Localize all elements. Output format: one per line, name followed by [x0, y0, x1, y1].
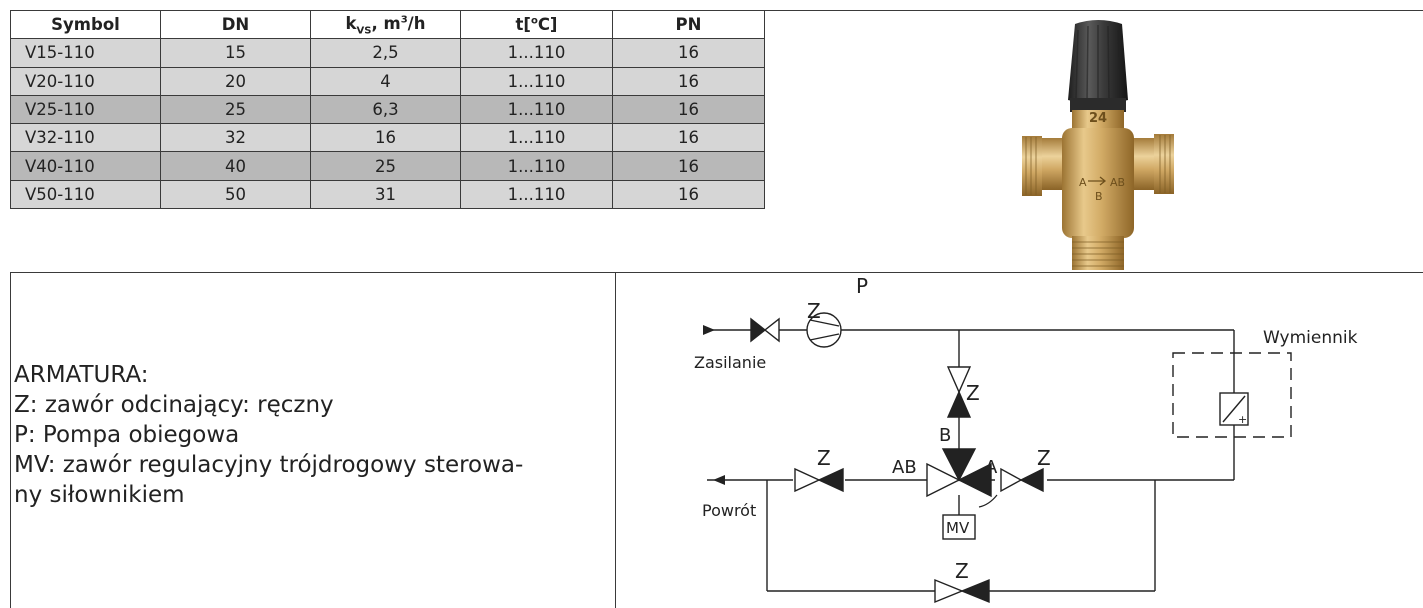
- frame-mid-line: [10, 272, 1423, 273]
- legend-title: ARMATURA:: [14, 362, 149, 388]
- cell-symbol: V32-110: [10, 123, 161, 153]
- exchanger-label: Wymiennik: [1263, 328, 1358, 348]
- cell-pn: 16: [612, 66, 765, 96]
- port-b-label: B: [939, 425, 951, 446]
- cell-symbol: V25-110: [10, 94, 161, 125]
- cell-temp: 1...110: [460, 38, 613, 68]
- actuator-label: MV: [946, 519, 970, 537]
- header-temp-tail: C]: [537, 15, 558, 35]
- supply-shutoff-valve-icon: [750, 317, 780, 343]
- table-row: V20-110 20 4 1...110 16: [10, 66, 765, 96]
- cell-dn: 20: [160, 66, 311, 96]
- cell-pn: 16: [612, 38, 765, 68]
- cell-pn: 16: [612, 151, 765, 181]
- supply-valve-label: Z: [807, 299, 821, 323]
- valve-photo: 24 A AB B: [766, 10, 1416, 272]
- cell-dn: 15: [160, 38, 311, 68]
- frame-left-line: [10, 272, 11, 608]
- cell-pn: 16: [612, 123, 765, 153]
- header-temp-t: t[: [515, 15, 531, 35]
- header-symbol: Symbol: [10, 9, 161, 40]
- legend: ARMATURA: Z: zawór odcinający: ręczny P:…: [14, 360, 609, 510]
- header-temp-sup: o: [530, 15, 538, 27]
- mixing-valve-icon: [926, 448, 998, 508]
- flow-arrow-icon: [1088, 176, 1107, 186]
- actuator-box: [942, 514, 976, 540]
- return-label: Powrót: [702, 501, 756, 520]
- pump-icon: [806, 312, 842, 348]
- valve-size-mark: 24: [1089, 111, 1107, 126]
- exchanger-plus-label: +: [1238, 413, 1247, 426]
- cell-kvs: 16: [310, 123, 461, 153]
- cell-symbol: V50-110: [10, 179, 161, 210]
- cell-symbol: V20-110: [10, 66, 161, 96]
- cell-dn: 40: [160, 151, 311, 181]
- cell-kvs: 6,3: [310, 94, 461, 125]
- cell-dn: 32: [160, 123, 311, 153]
- header-kvs: kVS, m3/h: [310, 9, 461, 40]
- cell-temp: 1...110: [460, 179, 613, 210]
- cell-symbol: V40-110: [10, 151, 161, 181]
- table-row: V32-110 32 16 1...110 16: [10, 123, 765, 153]
- supply-arrow-icon: [703, 325, 715, 335]
- exchanger-box: [1172, 352, 1292, 438]
- table-row: V50-110 50 31 1...110 16: [10, 179, 765, 210]
- hydraulic-diagram: + Z P Zasilanie Wy: [694, 275, 1358, 604]
- bypass-valve-label: Z: [955, 559, 969, 583]
- cell-temp: 1...110: [460, 123, 613, 153]
- cell-kvs: 25: [310, 151, 461, 181]
- header-dn: DN: [160, 9, 311, 40]
- return-arrow-icon: [713, 475, 725, 485]
- header-kvs-sup: 3: [400, 14, 408, 25]
- header-kvs-tail: /h: [407, 13, 426, 33]
- header-pn: PN: [612, 9, 765, 40]
- header-temp: t[oC]: [460, 9, 613, 40]
- frame-top-right-line: [763, 10, 1423, 11]
- cell-temp: 1...110: [460, 151, 613, 181]
- spec-table: Symbol DN kVS, m3/h t[oC] PN V15-110 15 …: [10, 9, 765, 210]
- cell-kvs: 31: [310, 179, 461, 210]
- table-row: V15-110 15 2,5 1...110 16: [10, 38, 765, 68]
- branch-b-valve-label: Z: [966, 381, 980, 405]
- header-kvs-k: k: [345, 13, 357, 33]
- cell-kvs: 2,5: [310, 38, 461, 68]
- frame-center-divider: [615, 272, 616, 608]
- table-row: V25-110 25 6,3 1...110 16: [10, 94, 765, 125]
- table-header-row: Symbol DN kVS, m3/h t[oC] PN: [10, 9, 765, 40]
- cell-temp: 1...110: [460, 94, 613, 125]
- header-kvs-unit: , m: [371, 13, 401, 33]
- port-ab-label: AB: [892, 457, 917, 478]
- cell-temp: 1...110: [460, 66, 613, 96]
- legend-line: ny siłownikiem: [14, 482, 185, 508]
- table-row: V40-110 40 25 1...110 16: [10, 151, 765, 181]
- legend-line: MV: zawór regulacyjny trójdrogowy sterow…: [14, 452, 524, 478]
- cell-dn: 25: [160, 94, 311, 125]
- cell-pn: 16: [612, 179, 765, 210]
- valve-port-a-mark: A: [1079, 176, 1087, 189]
- bypass-shutoff-valve-icon: [934, 578, 990, 604]
- legend-line: Z: zawór odcinający: ręczny: [14, 392, 334, 418]
- cell-dn: 50: [160, 179, 311, 210]
- valve-port-b-mark: B: [1095, 190, 1103, 203]
- valve-port-ab-mark: AB: [1110, 176, 1125, 189]
- return-valve-label: Z: [817, 446, 831, 470]
- branch-a-shutoff-valve-icon: [1000, 467, 1044, 493]
- pump-label: P: [856, 275, 868, 298]
- legend-line: P: Pompa obiegowa: [14, 422, 240, 448]
- cell-kvs: 4: [310, 66, 461, 96]
- cell-symbol: V15-110: [10, 38, 161, 68]
- supply-label: Zasilanie: [694, 353, 766, 372]
- branch-a-valve-label: Z: [1037, 446, 1051, 470]
- branch-b-shutoff-valve-icon: [946, 366, 972, 418]
- return-shutoff-valve-icon: [794, 467, 844, 493]
- valve-illustration: 24 A AB B: [1022, 20, 1174, 270]
- header-kvs-sub: VS: [356, 24, 372, 36]
- port-a-label: A: [985, 457, 998, 478]
- cell-pn: 16: [612, 94, 765, 125]
